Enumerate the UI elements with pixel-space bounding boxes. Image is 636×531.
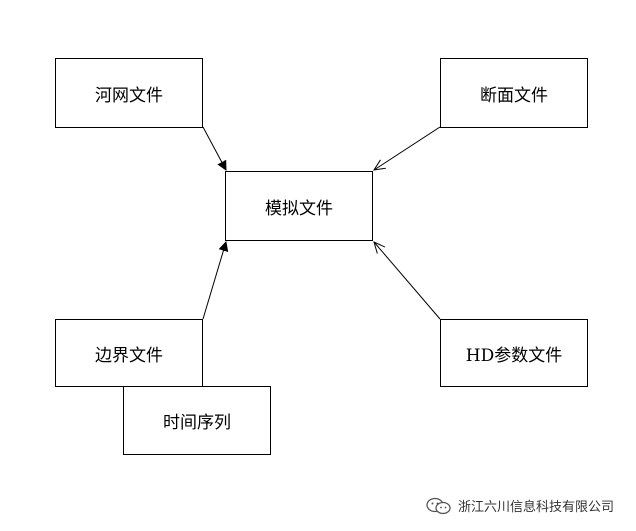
node-label: 边界文件 <box>95 345 163 366</box>
node-label: 河网文件 <box>95 85 163 106</box>
wechat-icon <box>426 497 451 514</box>
edge-hd-to-simulation <box>374 242 441 320</box>
watermark: 浙江六川信息科技有限公司 <box>426 496 614 515</box>
node-label: 断面文件 <box>480 85 548 106</box>
edge-section-to-simulation <box>374 126 441 170</box>
edge-boundary-to-simulation <box>202 241 229 320</box>
node-river-network-file: 河网文件 <box>55 58 203 128</box>
node-boundary-file: 边界文件 <box>55 319 203 387</box>
edge-river-to-simulation <box>202 126 227 171</box>
node-label: 模拟文件 <box>265 198 333 219</box>
node-simulation-file: 模拟文件 <box>225 171 373 241</box>
watermark-text: 浙江六川信息科技有限公司 <box>457 500 614 515</box>
node-label: 时间序列 <box>163 413 231 433</box>
node-hd-parameter-file: HD参数文件 <box>440 319 588 387</box>
node-time-series: 时间序列 <box>123 386 271 455</box>
node-section-file: 断面文件 <box>440 58 588 128</box>
node-label: HD参数文件 <box>465 345 563 366</box>
